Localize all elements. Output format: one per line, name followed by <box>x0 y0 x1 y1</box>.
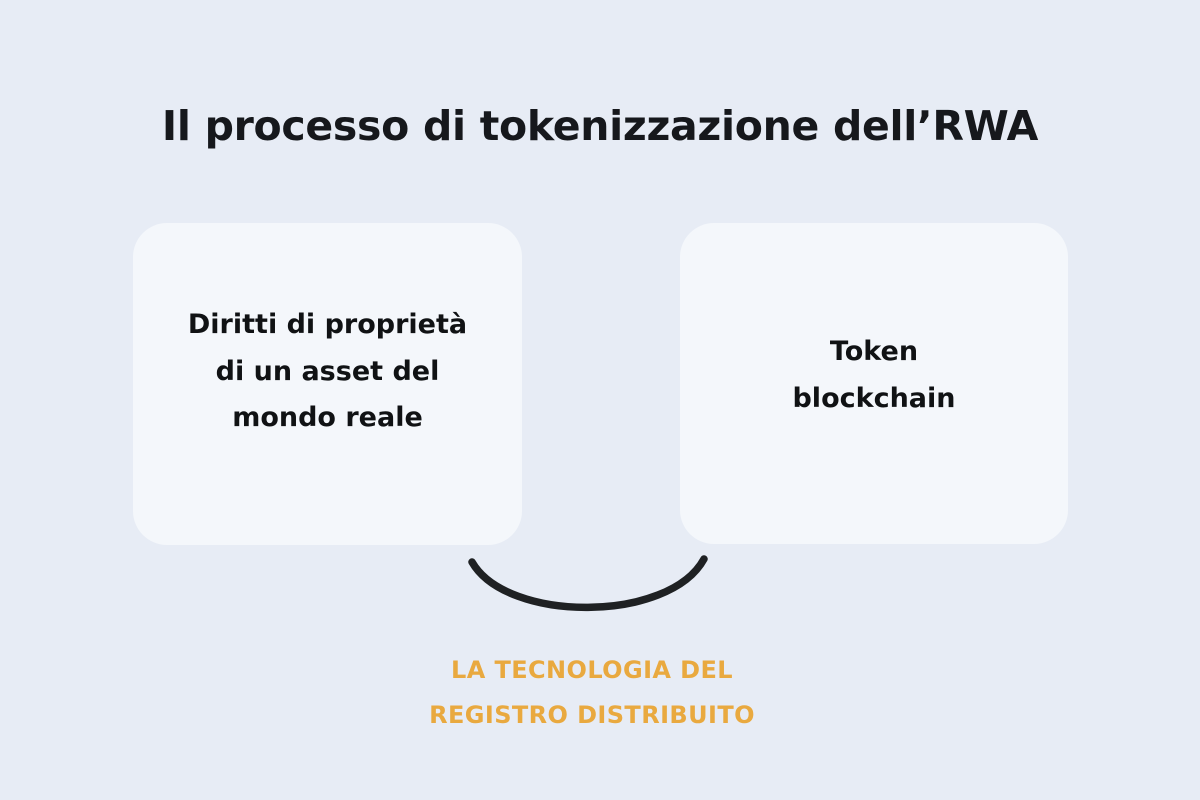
curved-link-arc-icon <box>468 555 708 612</box>
card-asset: Diritti di proprietà di un asset del mon… <box>133 223 522 545</box>
page-title: Il processo di tokenizzazione dell’RWA <box>161 102 1039 150</box>
card-token: Token blockchain <box>680 223 1068 544</box>
card-asset-label: Diritti di proprietà di un asset del mon… <box>187 309 468 434</box>
connector-caption: LA TECNOLOGIA DEL REGISTRO DISTRIBUITO <box>429 656 755 730</box>
card-token-label: Token blockchain <box>792 336 956 414</box>
